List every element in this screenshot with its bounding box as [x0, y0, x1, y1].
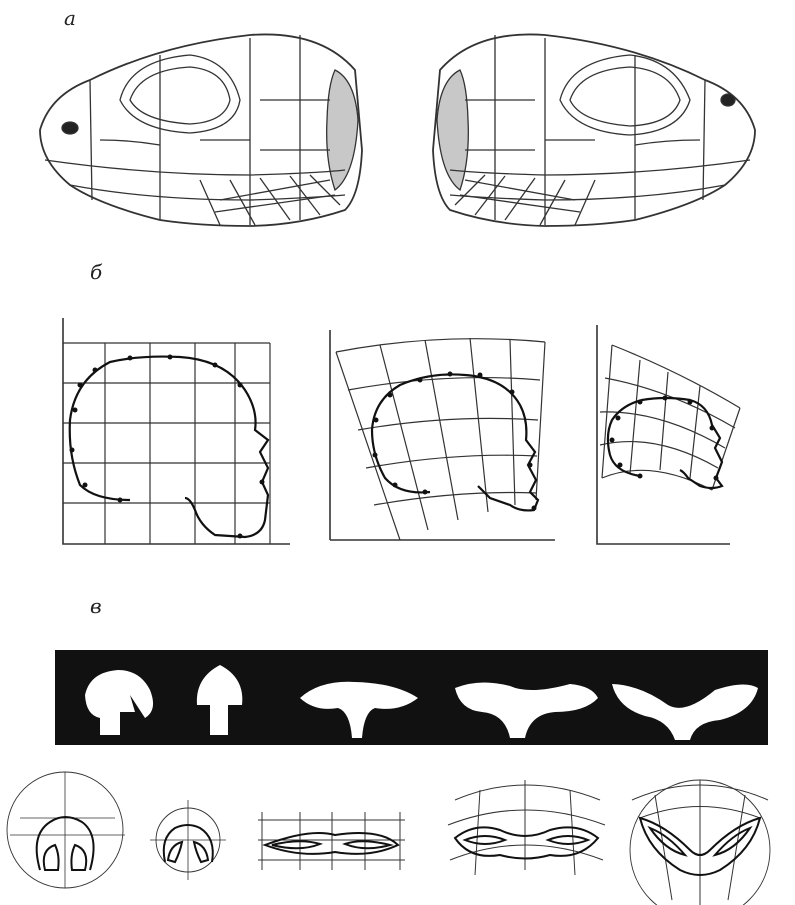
skull-points-2 [373, 372, 537, 511]
outline-form-2 [150, 800, 226, 880]
outline-shape-4 [455, 827, 598, 858]
transform-grid-2 [330, 330, 555, 540]
skull-points-3 [610, 396, 719, 481]
outline-form-3 [258, 812, 405, 870]
lizard-head-left [40, 34, 362, 226]
outline-form-1 [7, 772, 125, 888]
lizard-head-right [433, 34, 755, 226]
outline-form-4 [448, 780, 605, 875]
